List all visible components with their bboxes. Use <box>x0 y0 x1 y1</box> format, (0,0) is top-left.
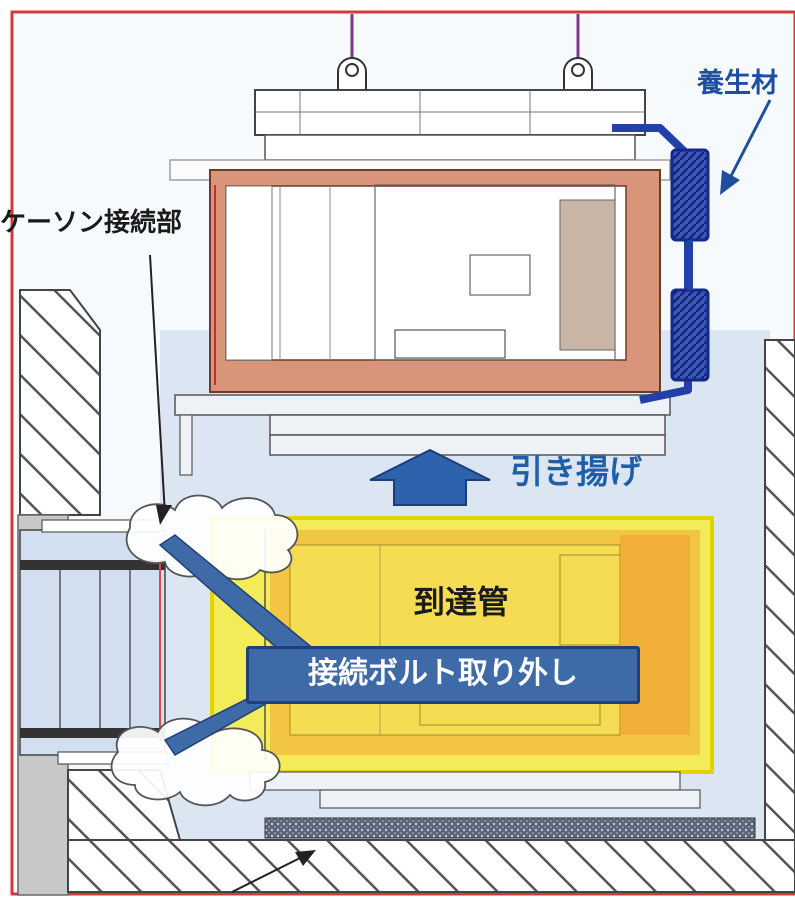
lifting-lug-icon <box>337 57 367 91</box>
cloud-callout-icon <box>125 494 299 581</box>
lifted-pipe-section <box>169 159 671 393</box>
protective-material <box>612 124 710 404</box>
lift-platform <box>174 394 671 476</box>
lifting-beam <box>254 14 646 161</box>
cloud-callout-icon <box>110 717 281 807</box>
arrival-pipe-label: 到達管 <box>413 583 510 621</box>
bottom-pointer <box>231 850 316 893</box>
up-arrow-icon <box>369 448 491 506</box>
caisson-pointer <box>149 254 172 525</box>
lifting-lug-icon <box>563 57 593 91</box>
right-wall <box>764 339 795 841</box>
lift-up-label: 引き揚げ <box>510 452 642 491</box>
bottom-wall <box>67 817 795 893</box>
gravel-bed <box>264 817 756 839</box>
pointer-arrow-icon <box>720 99 772 195</box>
callout-pointer <box>158 534 317 756</box>
protective-material-label: 養生材 <box>697 68 778 99</box>
caisson-joint-label: ケーソン接続部 <box>0 208 183 238</box>
pipe-supports <box>249 771 701 809</box>
arrival-pipe <box>210 516 714 774</box>
remove-bolts-callout: 接続ボルト取り外し <box>246 646 640 704</box>
